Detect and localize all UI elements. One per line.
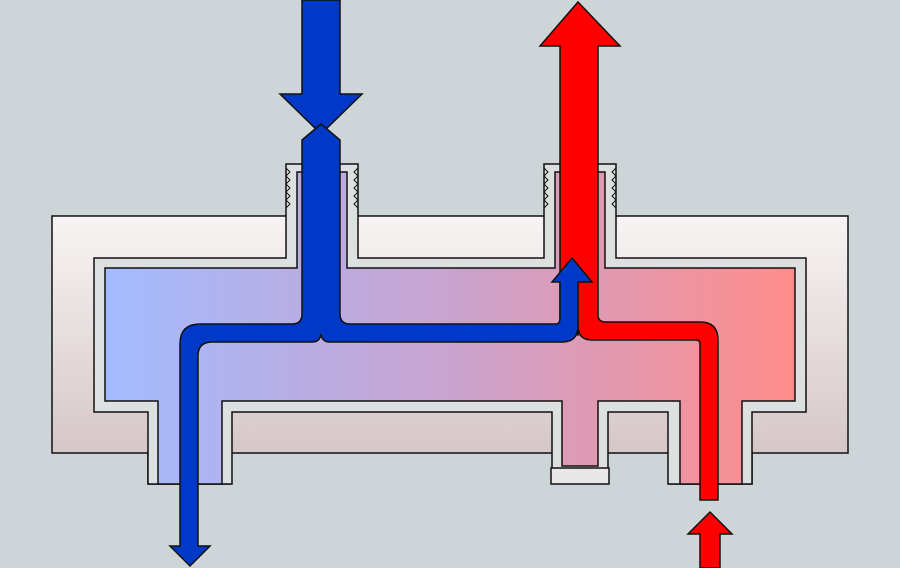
left-port-threads (285, 167, 359, 209)
cold-inlet-arrow (278, 0, 364, 136)
right-port-threads (543, 167, 617, 209)
drain-plug (550, 467, 610, 485)
cold-flow-path (168, 0, 594, 568)
hot-inlet-arrow (686, 510, 734, 568)
hot-flow-path (538, 0, 734, 568)
